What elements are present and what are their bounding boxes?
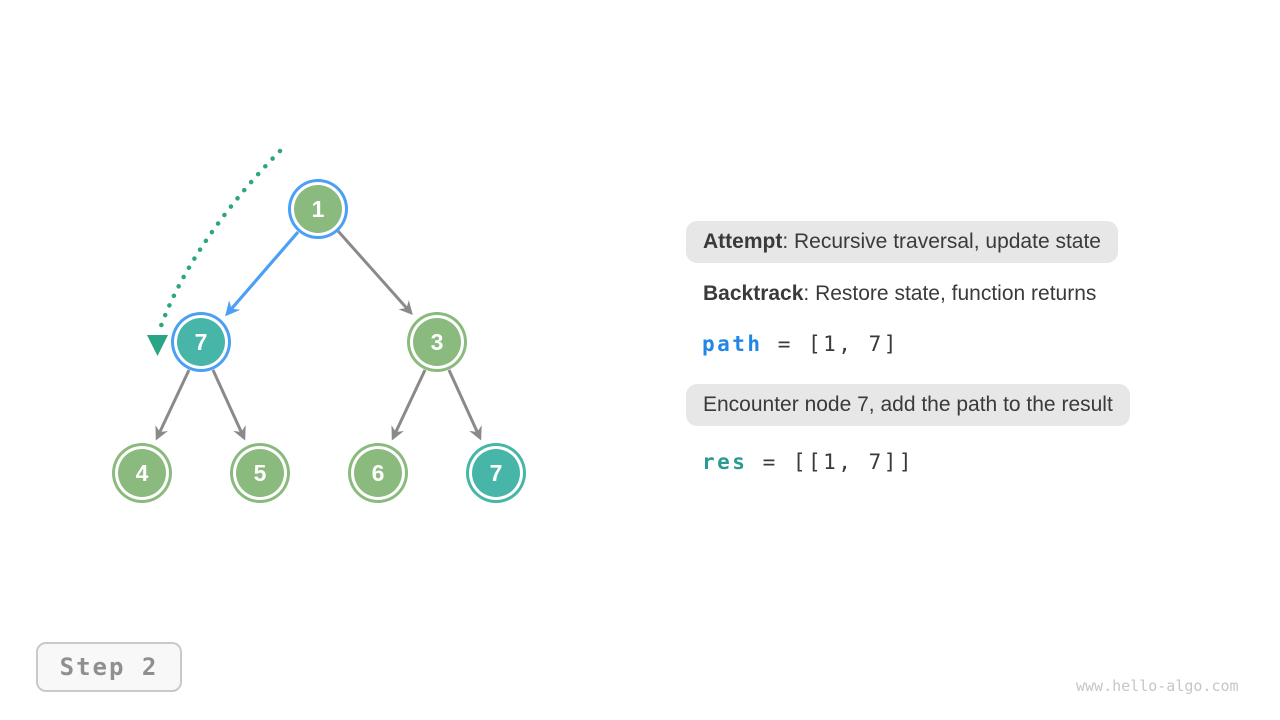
tree-node-4: 4 (118, 449, 166, 497)
backtrack-line: Backtrack: Restore state, function retur… (703, 282, 1096, 306)
watermark: www.hello-algo.com (1076, 677, 1239, 695)
res-variable-line: res = [[1, 7]] (702, 450, 914, 474)
tree-node-current-7: 7 (177, 318, 225, 366)
tree-node-3: 3 (413, 318, 461, 366)
path-variable-name: path (702, 332, 763, 356)
edge-1-3 (336, 230, 413, 316)
edge-3-7 (447, 369, 482, 441)
attempt-label: Attempt (703, 230, 783, 253)
trace-arrowhead-icon (147, 335, 168, 356)
res-variable-name: res (702, 450, 748, 474)
tree-node-5: 5 (236, 449, 284, 497)
edge-3-6 (391, 369, 427, 441)
attempt-text: : Recursive traversal, update state (782, 230, 1101, 253)
edge-7-4 (155, 369, 191, 441)
backtrack-text: : Restore state, function returns (803, 282, 1097, 305)
encounter-callout: Encounter node 7, add the path to the re… (686, 384, 1130, 426)
edge-1-7-highlight (225, 230, 300, 317)
backtrack-label: Backtrack (703, 282, 804, 305)
path-variable-value: = [1, 7] (762, 332, 899, 356)
tree-node-6: 6 (354, 449, 402, 497)
res-variable-value: = [[1, 7]] (747, 450, 915, 474)
step-badge: Step 2 (36, 642, 182, 692)
tree-node-root-1: 1 (294, 185, 342, 233)
edge-7-5 (211, 369, 246, 441)
tree-node-target-7: 7 (472, 449, 520, 497)
attempt-callout: Attempt: Recursive traversal, update sta… (686, 221, 1118, 263)
trace-dotted-path (158, 148, 283, 329)
encounter-text: Encounter node 7, add the path to the re… (703, 393, 1113, 416)
path-variable-line: path = [1, 7] (702, 332, 899, 356)
